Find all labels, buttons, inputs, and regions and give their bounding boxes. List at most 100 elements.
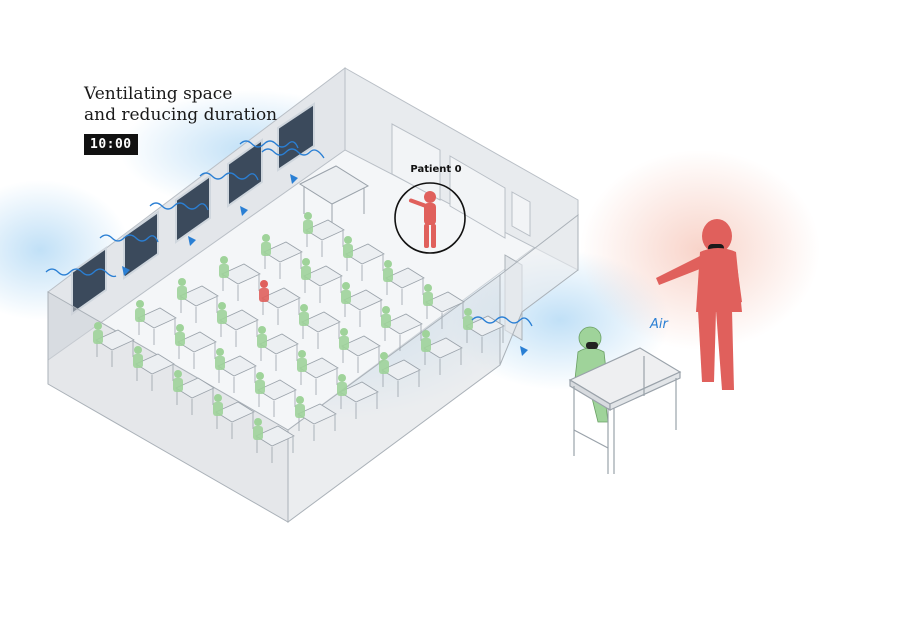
student-body: [135, 308, 145, 322]
student-body: [421, 338, 431, 352]
student-desk: [257, 326, 299, 371]
student-body: [213, 402, 223, 416]
healthy-student: [382, 306, 390, 314]
patient-zero-circle: [394, 182, 466, 254]
student-desk: [301, 258, 343, 303]
student-desk: [217, 302, 259, 347]
student-desk: [423, 284, 465, 329]
air-waves: [45, 140, 533, 327]
student-body: [343, 244, 353, 258]
healthy-student: [136, 300, 144, 308]
air-wave-5: [239, 140, 299, 149]
healthy-student: [216, 348, 224, 356]
student-body: [261, 242, 271, 256]
student-desk: [303, 212, 345, 257]
healthy-student: [304, 212, 312, 220]
healthy-student: [296, 396, 304, 404]
healthy-student: [178, 278, 186, 286]
student-body: [93, 330, 103, 344]
student-body: [379, 360, 389, 374]
air-wave-6: [261, 148, 325, 159]
student-body: [259, 288, 269, 302]
student-mask: [586, 342, 598, 349]
healthy-student: [134, 346, 142, 354]
student-desk: [343, 236, 385, 281]
patient-zero-figure: [408, 191, 436, 248]
student-desk: [421, 330, 463, 375]
door-frame: [499, 213, 579, 366]
healthy-student: [214, 394, 222, 402]
student-desk: [255, 372, 297, 417]
window-1: [71, 246, 107, 316]
title-line-2: and reducing duration: [84, 105, 278, 125]
student-desks: [93, 212, 505, 463]
air-arrowheads: [122, 174, 528, 356]
healthy-student: [174, 370, 182, 378]
student-desk: [383, 260, 425, 305]
student-body: [299, 312, 309, 326]
student-desk: [337, 374, 379, 419]
teacher-desk: [298, 165, 370, 232]
healthy-student: [262, 234, 270, 242]
student-body: [295, 404, 305, 418]
diagram-title: Ventilating space and reducing duration: [84, 84, 344, 126]
student-desk: [341, 282, 383, 327]
student-desk: [261, 234, 303, 279]
healthy-student: [340, 328, 348, 336]
healthy-student: [302, 258, 310, 266]
student-body: [173, 378, 183, 392]
window-2: [123, 210, 159, 280]
whiteboard-3: [511, 191, 531, 237]
student-desk: [215, 348, 257, 393]
timer-badge: 10:00: [84, 134, 138, 155]
student-body: [381, 314, 391, 328]
student-body: [339, 336, 349, 350]
student-body: [383, 268, 393, 282]
student-body: [133, 354, 143, 368]
student-desk: [295, 396, 337, 441]
healthy-student: [342, 282, 350, 290]
infected-student: [260, 280, 268, 288]
student-desk: [299, 304, 341, 349]
student-desk: [381, 306, 423, 351]
healthy-student: [300, 304, 308, 312]
closeup-desk: [568, 347, 682, 474]
healthy-student: [218, 302, 226, 310]
student-desk: [379, 352, 421, 397]
student-desk: [253, 418, 295, 463]
student-body: [219, 264, 229, 278]
healthy-student: [380, 352, 388, 360]
window-4: [227, 138, 263, 208]
student-body: [423, 292, 433, 306]
healthy-student: [424, 284, 432, 292]
whiteboard-1: [391, 123, 441, 201]
student-body: [297, 358, 307, 372]
student-body: [301, 266, 311, 280]
student-desk: [173, 370, 215, 415]
air-wave-1: [45, 268, 117, 278]
patient-zero-label: Patient 0: [410, 164, 462, 175]
whiteboards: [391, 123, 531, 239]
student-body: [255, 380, 265, 394]
student-desk: [259, 280, 301, 325]
patient-glow: [580, 150, 820, 350]
student-desk: [135, 300, 177, 345]
student-body: [303, 220, 313, 234]
student-body: [253, 426, 263, 440]
healthy-student: [176, 324, 184, 332]
window-5: [277, 102, 315, 172]
air-wave-door: [471, 316, 533, 327]
healthy-student: [464, 308, 472, 316]
student-desk: [219, 256, 261, 301]
healthy-student: [344, 236, 352, 244]
student-body: [177, 286, 187, 300]
healthy-student: [338, 374, 346, 382]
air-wave-3: [149, 202, 209, 211]
healthy-student: [422, 330, 430, 338]
healthy-student: [298, 350, 306, 358]
title-line-1: Ventilating space: [84, 84, 233, 104]
student-body: [341, 290, 351, 304]
air-wave-2: [99, 234, 159, 243]
